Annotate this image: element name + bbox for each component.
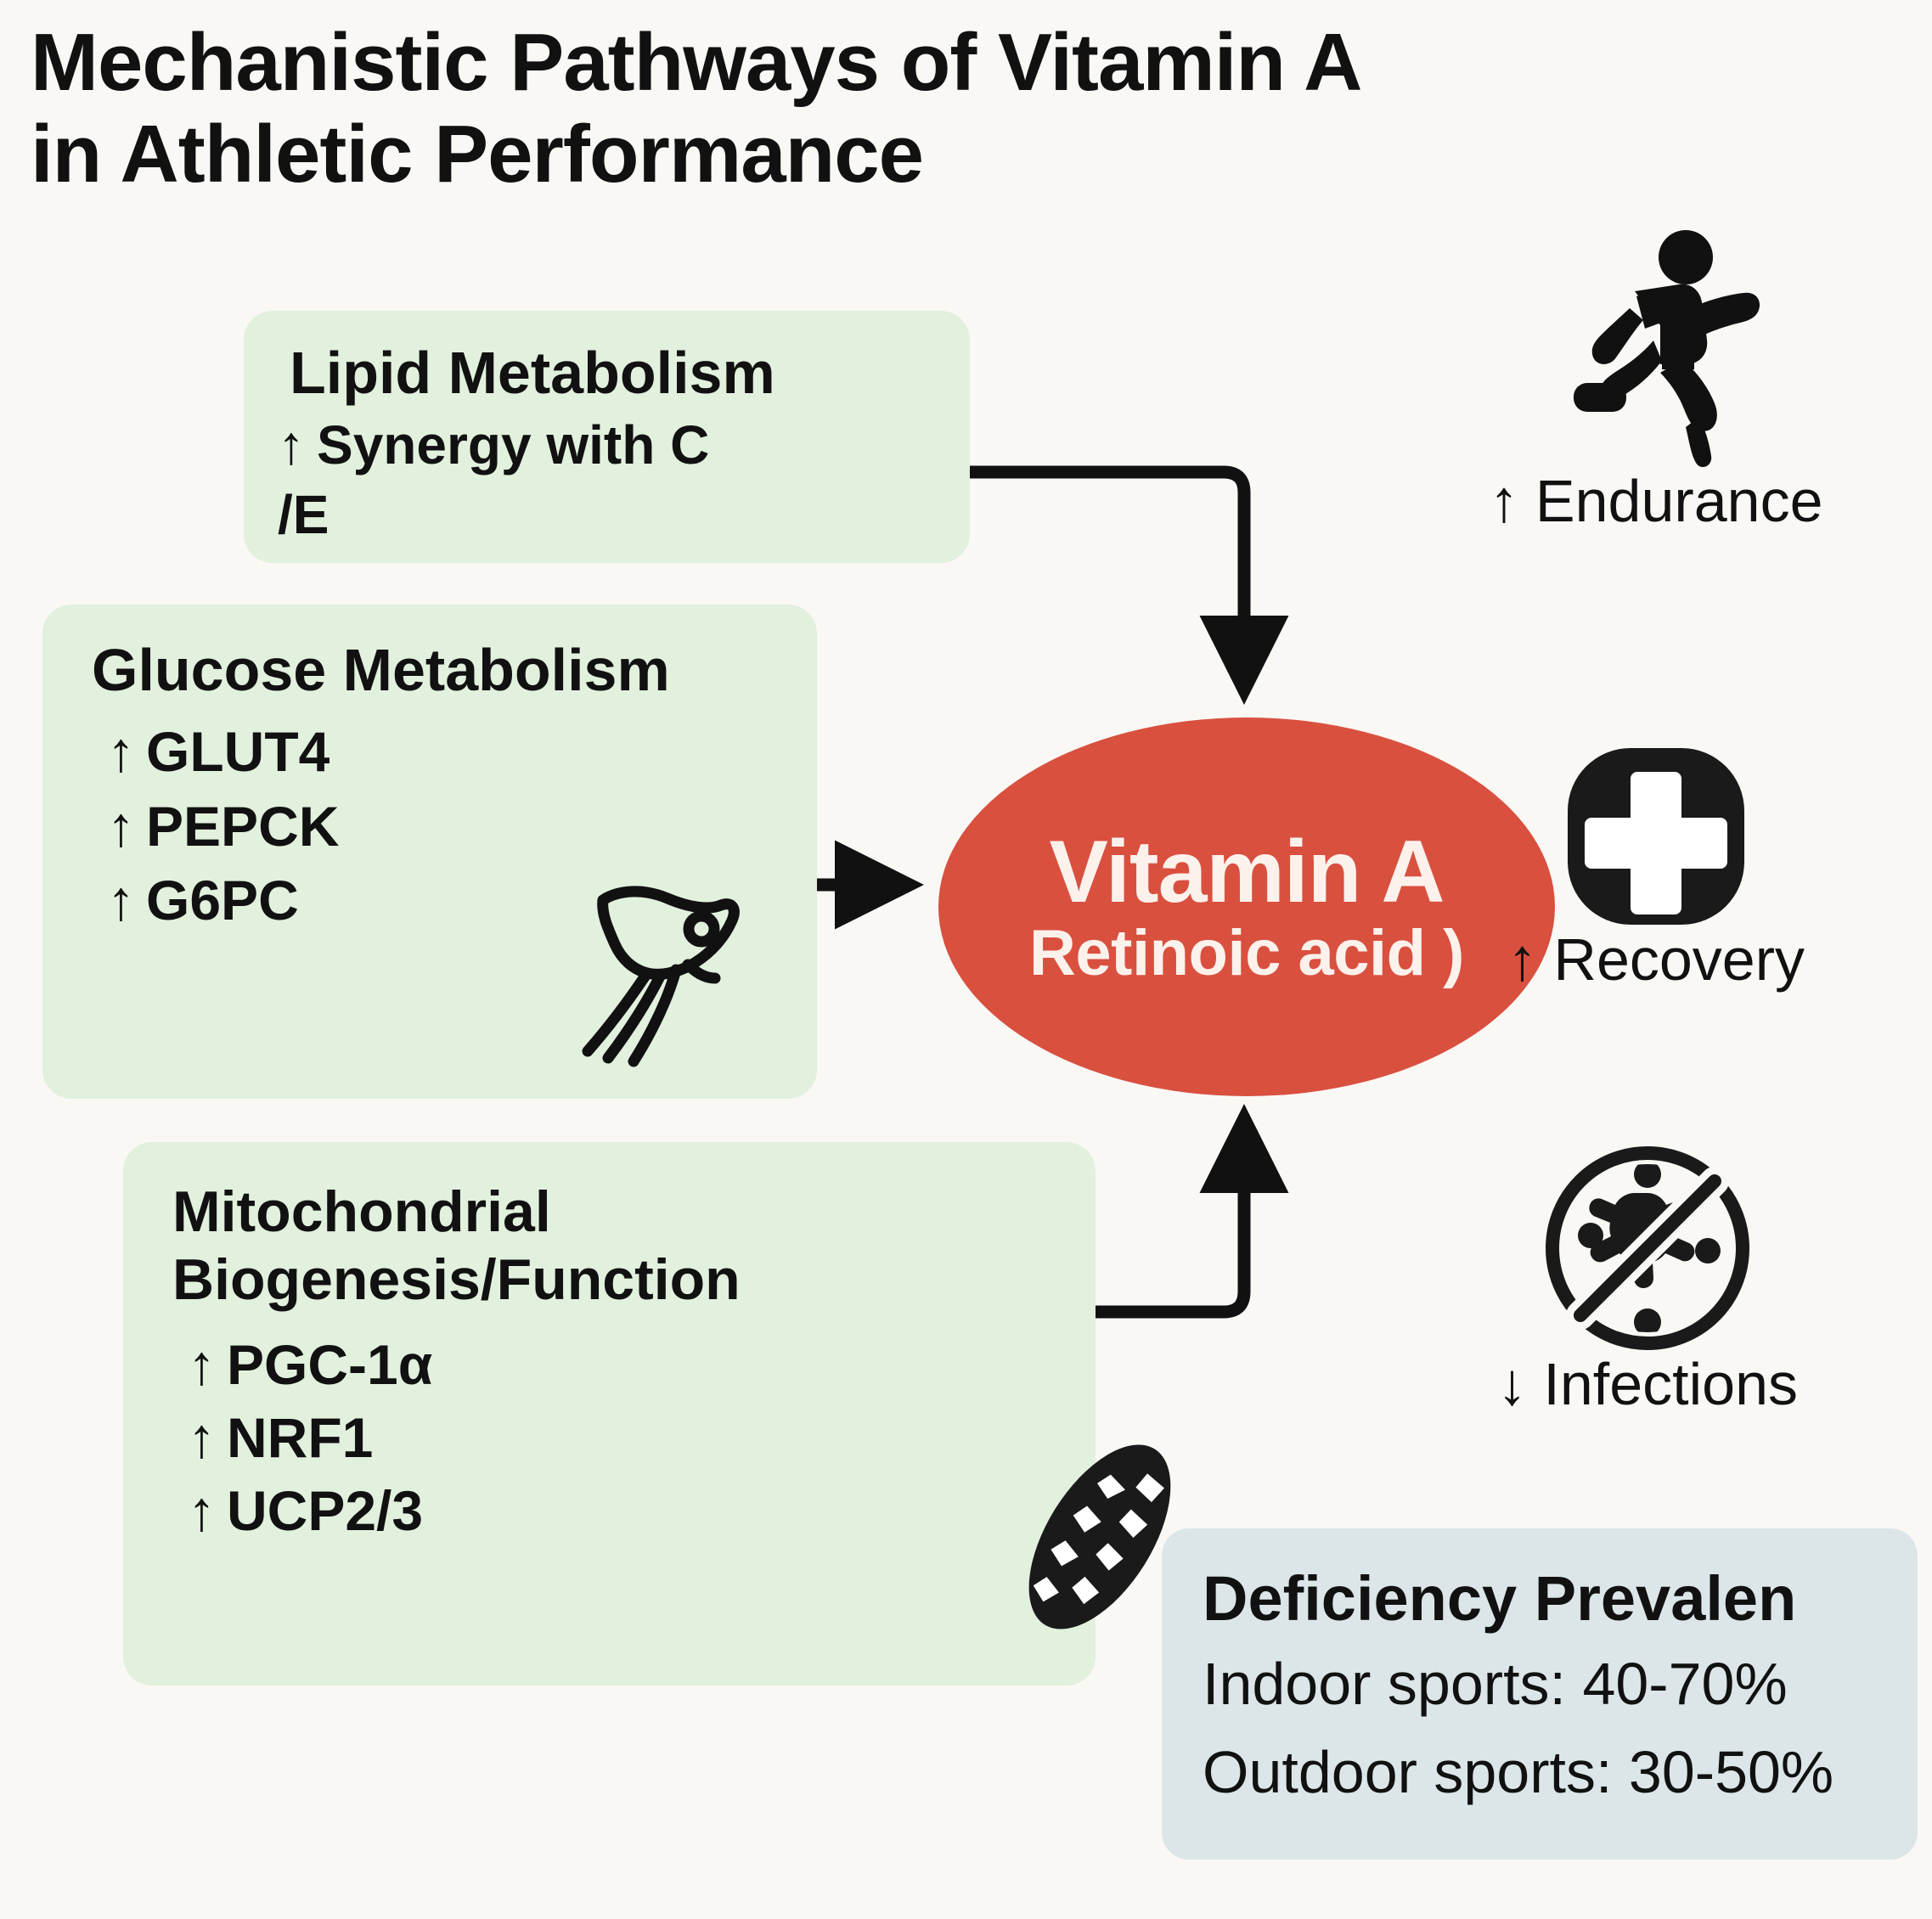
running-person-icon	[1574, 230, 1760, 468]
center-node-subtitle: Retinoic acid )	[1029, 917, 1464, 989]
arrow-mitochondrial-to-vitamin-a	[1091, 1104, 1289, 1319]
pathway-item: ↑NRF1	[188, 1402, 1096, 1475]
outcome-icon-wrap	[1393, 743, 1919, 930]
up-arrow-icon: ↑	[188, 1406, 216, 1470]
pathway-box-lipid-metabolism: Lipid Metabolism ↑Synergy with C /E	[244, 311, 970, 563]
center-node-vitamin-a: Vitamin A Retinoic acid )	[938, 718, 1555, 1096]
page-title-line-1: Mechanistic Pathways of Vitamin A	[31, 17, 1362, 108]
pathway-item-list-lipid: ↑Synergy with C /E	[278, 411, 970, 549]
pathway-item: ↑UCP2/3	[188, 1475, 1096, 1548]
pathway-item-label: G6PC	[146, 868, 299, 931]
no-virus-icon	[1541, 1142, 1754, 1354]
pathway-item-label: Synergy with C	[317, 414, 710, 476]
page-title: Mechanistic Pathways of Vitamin A in Ath…	[31, 17, 1389, 200]
deficiency-row-outdoor: Outdoor sports: 30-50%	[1203, 1738, 1834, 1805]
page-title-line-2: in Athletic Performance	[31, 108, 924, 200]
pathway-item-label: PEPCK	[146, 794, 340, 858]
deficiency-row-indoor: Indoor sports: 40-70%	[1203, 1651, 1788, 1718]
outcome-icon-wrap	[1393, 225, 1919, 471]
pathway-item: ↑GLUT4	[107, 715, 817, 789]
up-arrow-icon: ↑	[107, 794, 135, 858]
pathway-title-mitochondrial: Mitochondrial Biogenesis/Function	[172, 1179, 741, 1313]
up-arrow-icon: ↑	[278, 414, 305, 476]
outcome-endurance: ↑ Endurance	[1393, 225, 1919, 531]
up-arrow-icon: ↑	[188, 1333, 216, 1397]
outcome-label-text: Recovery	[1553, 926, 1805, 993]
pathway-item: /E	[278, 481, 970, 549]
pathway-item: ↑PEPCK	[107, 790, 817, 864]
deficiency-prevalence-box: Deficiency Prevalen Indoor sports: 40-70…	[1162, 1528, 1918, 1860]
outcome-label-text: Endurance	[1535, 468, 1823, 534]
up-arrow-icon: ↑	[188, 1479, 216, 1543]
up-arrow-icon: ↑	[1489, 468, 1519, 534]
center-node-title: Vitamin A	[1049, 823, 1445, 921]
mitochondrion-icon	[1028, 1444, 1171, 1629]
medical-cross-icon	[1568, 748, 1744, 925]
up-arrow-icon: ↑	[1507, 926, 1537, 993]
pathway-item: ↑G6PC	[107, 864, 817, 937]
outcome-infections: ↓ Infections	[1376, 1142, 1919, 1414]
pathway-item-label: UCP2/3	[227, 1479, 424, 1543]
outcome-label-text: Infections	[1543, 1351, 1799, 1417]
pathway-item: ↑PGC-1α	[188, 1329, 1096, 1402]
pathway-title-glucose: Glucose Metabolism	[92, 637, 670, 703]
outcome-icon-wrap	[1376, 1142, 1919, 1354]
pathway-item-label: PGC-1α	[227, 1333, 433, 1397]
pathway-item-list-glucose: ↑GLUT4 ↑PEPCK ↑G6PC	[83, 715, 817, 937]
outcome-label-infections: ↓ Infections	[1376, 1354, 1919, 1414]
pathway-item-label: /E	[278, 483, 330, 545]
muscle-icon	[582, 886, 740, 1067]
up-arrow-icon: ↑	[107, 868, 135, 931]
outcome-recovery: ↑ Recovery	[1393, 743, 1919, 989]
pathway-box-glucose-metabolism: Glucose Metabolism ↑GLUT4 ↑PEPCK ↑G6PC	[42, 605, 817, 1099]
up-arrow-icon: ↑	[107, 720, 135, 784]
pathway-item-label: GLUT4	[146, 720, 330, 784]
pathway-title-lipid: Lipid Metabolism	[290, 340, 775, 406]
outcome-label-recovery: ↑ Recovery	[1393, 930, 1919, 989]
down-arrow-icon: ↓	[1496, 1351, 1527, 1417]
deficiency-title: Deficiency Prevalen	[1203, 1563, 1797, 1634]
outcome-label-endurance: ↑ Endurance	[1393, 471, 1919, 531]
pathway-item-list-mitochondrial: ↑PGC-1α ↑NRF1 ↑UCP2/3	[164, 1329, 1096, 1547]
pathway-item-label: NRF1	[227, 1406, 374, 1470]
pathway-box-mitochondrial: Mitochondrial Biogenesis/Function ↑PGC-1…	[123, 1142, 1171, 1685]
arrow-lipid-to-vitamin-a	[970, 465, 1289, 705]
pathway-item: ↑Synergy with C	[278, 411, 970, 480]
